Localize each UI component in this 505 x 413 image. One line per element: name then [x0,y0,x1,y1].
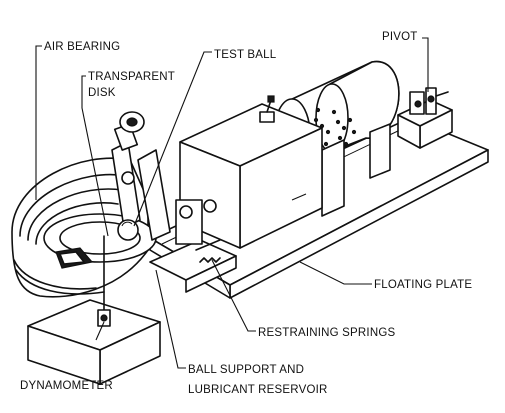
label-restraining-springs: RESTRAINING SPRINGS [258,327,395,339]
label-test-ball: TEST BALL [214,49,277,61]
housing-box [179,95,323,249]
label-pivot: PIVOT [382,31,418,43]
label-floating-plate: FLOATING PLATE [374,279,472,291]
label-ball-support-line1: BALL SUPPORT AND [188,364,304,376]
ball-support-assembly [149,199,237,293]
microscope-column [111,111,171,241]
label-disk: DISK [88,87,116,99]
label-dynamometer: DYNAMOMETER [20,380,113,392]
label-ball-support-line2: LUBRICANT RESERVOIR [188,384,328,396]
leader-lines [35,37,429,369]
test-ball [117,219,139,241]
dynamometer [27,235,161,385]
callout-labels: AIR BEARING TRANSPARENT DISK TEST BALL P… [20,31,472,396]
label-transparent: TRANSPARENT [88,71,175,83]
label-air-bearing: AIR BEARING [44,41,120,53]
pivot-mount [397,87,453,149]
